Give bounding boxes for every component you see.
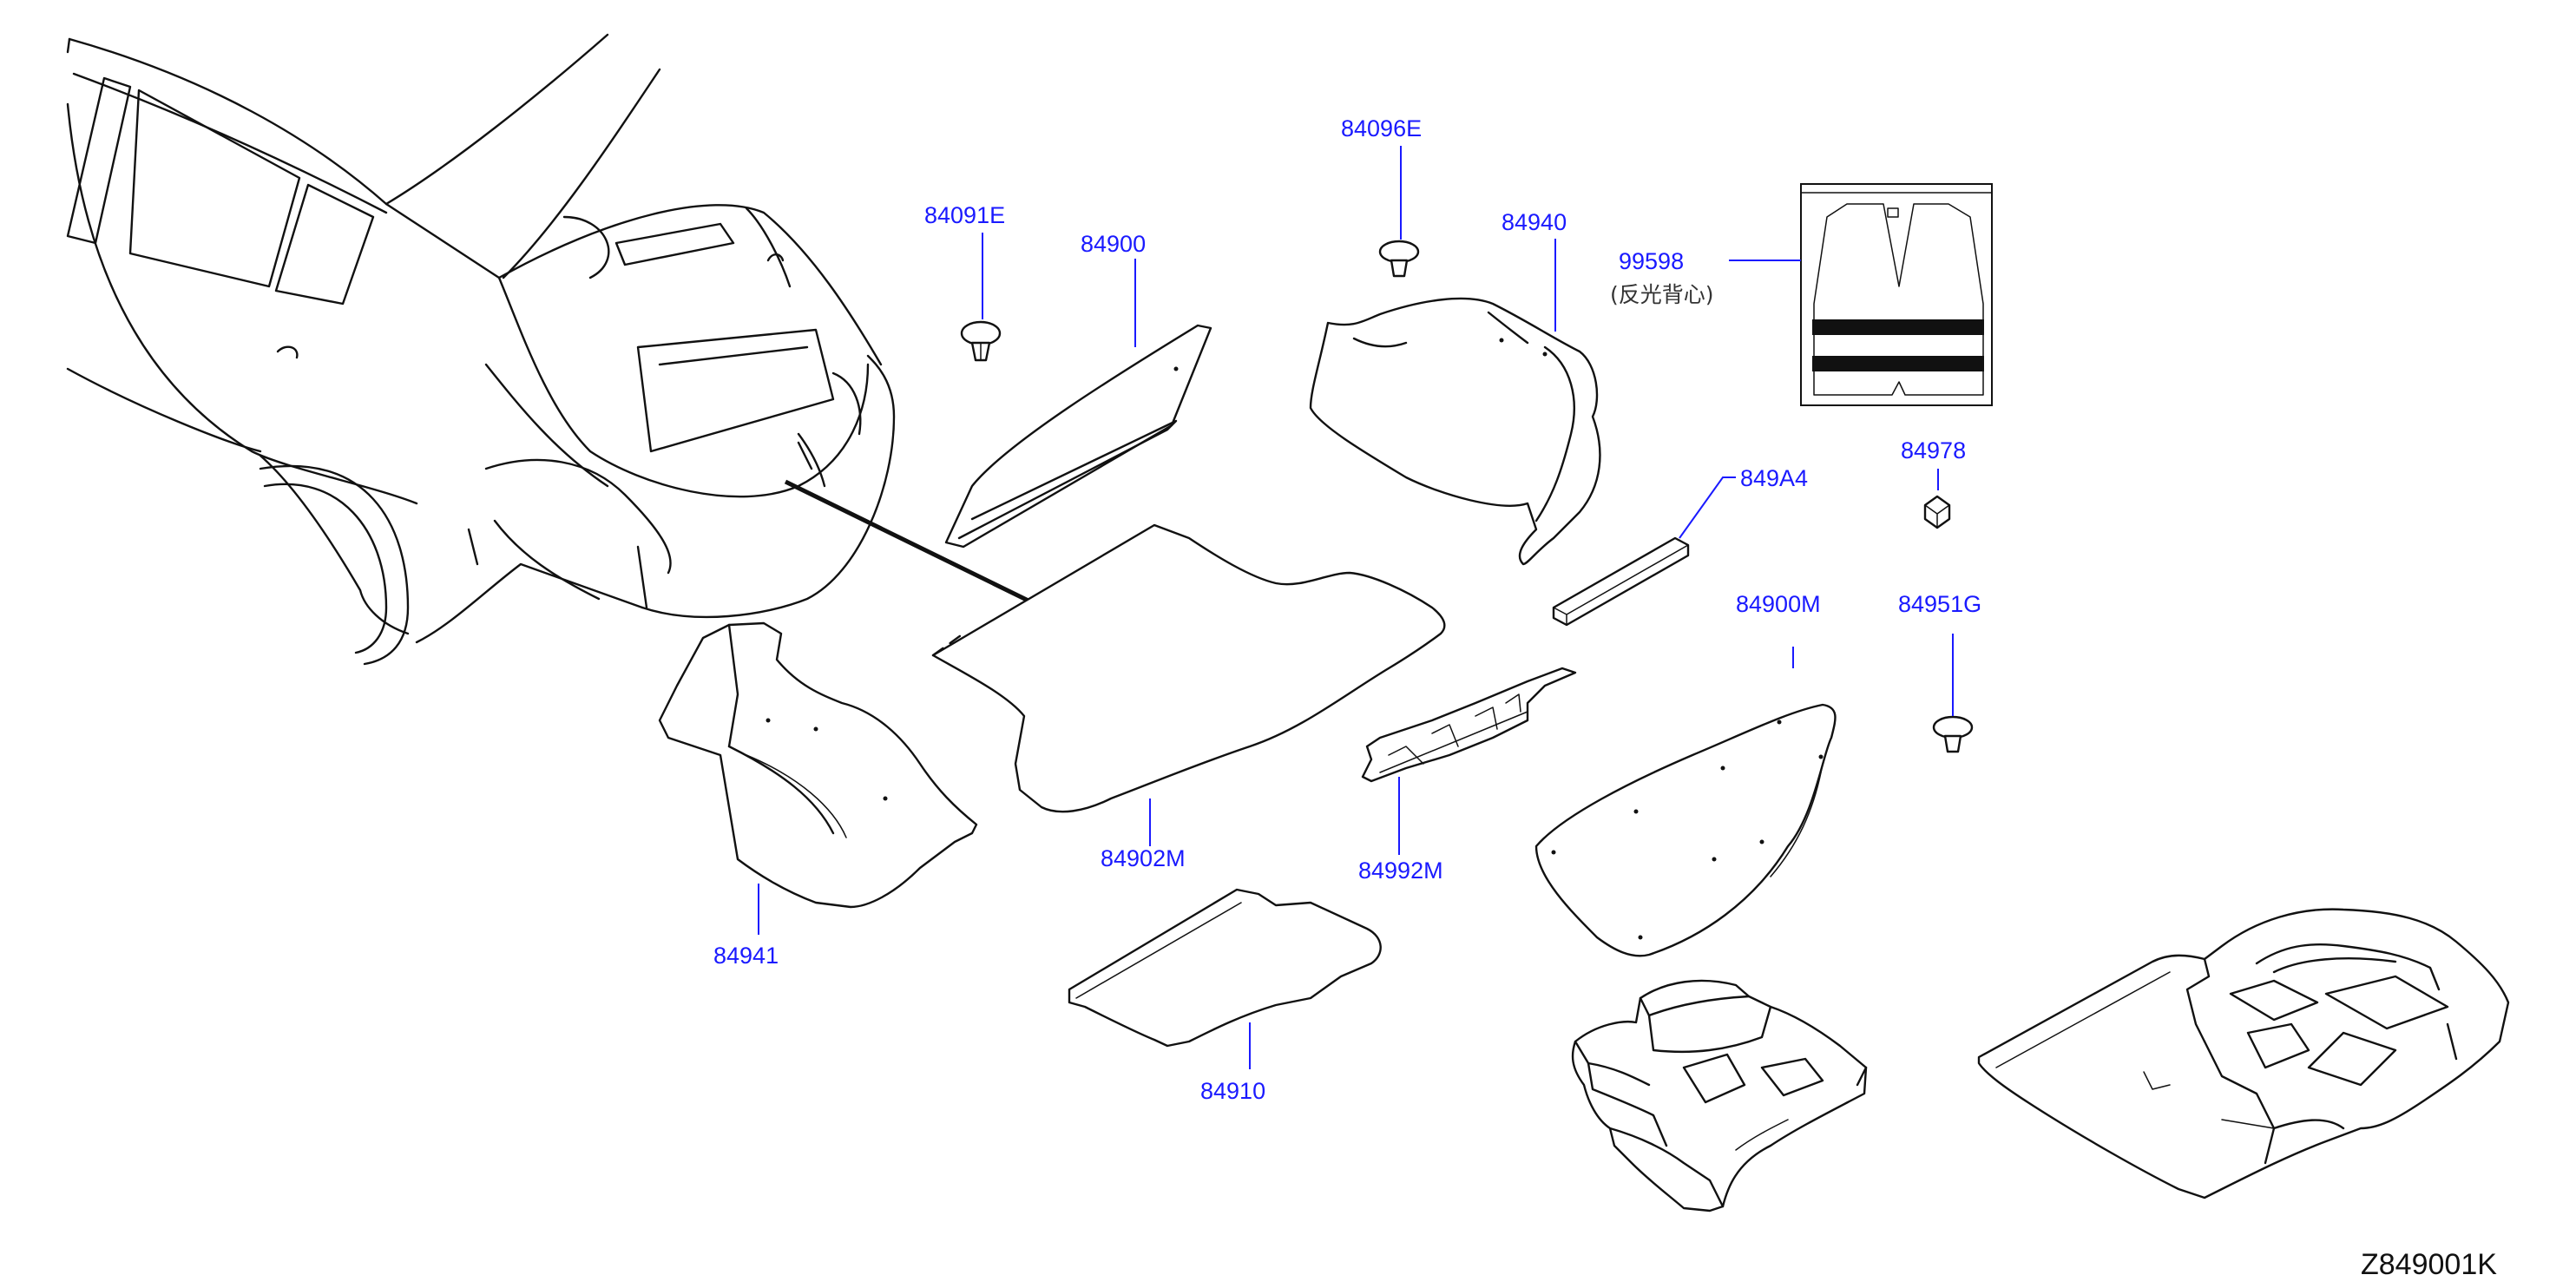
label-84091e: 84091E [924,202,1005,228]
diagram-code: Z849001K [2361,1248,2497,1281]
rear-plate-finisher-84992m [1361,667,1577,783]
label-84978: 84978 [1901,437,1966,463]
trunk-lid-board-84900 [944,324,1212,549]
label-84992m: 84992M [1358,858,1443,884]
label-99598: 99598 [1619,248,1684,274]
label-84941: 84941 [713,943,779,969]
tool-tray-large [1977,908,2510,1199]
label-84900m: 84900M [1736,591,1821,617]
trunk-side-finisher-84940 [1309,297,1601,566]
label-84900: 84900 [1081,231,1146,257]
label-84902m: 84902M [1101,845,1186,871]
clip-84951g [1932,715,1974,753]
label-849a4: 849A4 [1740,465,1808,491]
label-84940: 84940 [1502,209,1567,235]
trunk-floor-mat-84902m [931,523,1446,813]
leader-849a4 [1679,476,1736,539]
label-99598-note: (反光背心) [1610,282,1714,307]
label-84951g: 84951G [1898,591,1981,617]
reflective-vest-99598 [1800,183,1993,406]
trunk-side-finisher-84941 [658,621,978,909]
trunk-board-84910 [1068,888,1382,1048]
tool-tray-center [1571,979,1868,1212]
clip-84096e [1378,240,1420,278]
trunk-lid-finisher-84900m [1534,703,1837,957]
foam-block-849a4 [1552,536,1690,627]
vehicle-rear-illustration [66,33,896,666]
label-84910: 84910 [1200,1078,1265,1104]
label-84096e: 84096E [1341,115,1422,141]
block-84978 [1923,495,1951,529]
clip-84091e [960,320,1002,362]
